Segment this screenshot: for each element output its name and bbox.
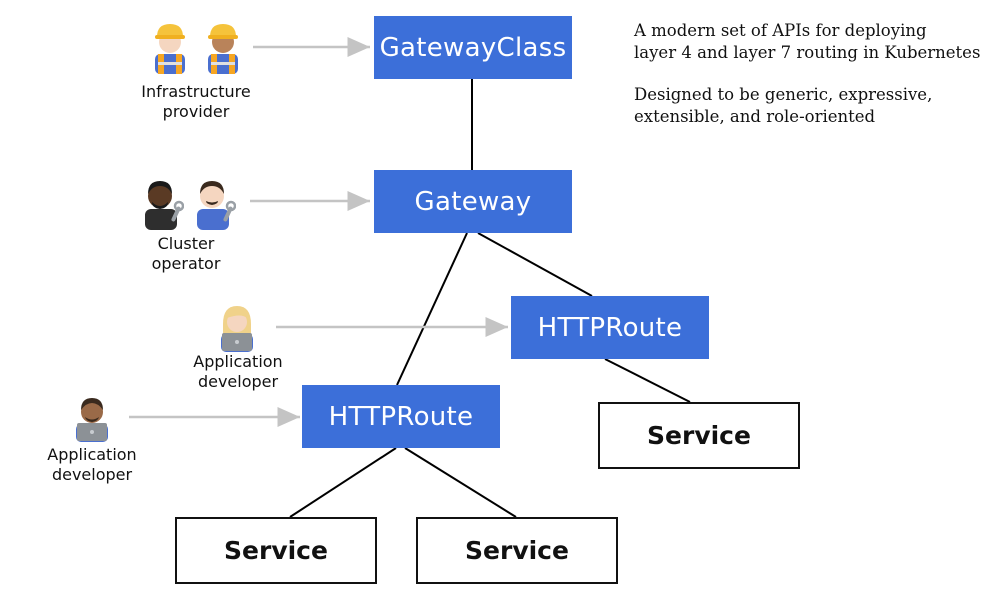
technologist-icon	[76, 398, 108, 442]
role-label-line: developer	[51, 465, 133, 484]
service-right-box[interactable]: Service	[598, 402, 800, 469]
link-gateway-route-left	[396, 232, 468, 386]
role-label-infrastructure-provider: Infrastructure provider	[126, 82, 266, 122]
link-route-left-service-b	[404, 447, 517, 518]
role-label-app-developer-upper: Application developer	[178, 352, 298, 392]
gateway-box[interactable]: Gateway	[374, 170, 572, 233]
description-line: extensible, and role-oriented	[634, 107, 876, 126]
role-label-line: Application	[193, 352, 283, 371]
service-bottom-right-box[interactable]: Service	[416, 517, 618, 584]
role-label-line: developer	[197, 372, 279, 391]
description-line: layer 4 and layer 7 routing in Kubernete…	[634, 43, 981, 62]
role-label-cluster-operator: Cluster operator	[126, 234, 246, 274]
mechanic-icon	[197, 181, 236, 230]
role-label-line: Application	[47, 445, 137, 464]
mechanic-icon	[145, 181, 184, 230]
httproute-left-box[interactable]: HTTPRoute	[302, 385, 500, 448]
technologist-icon	[221, 306, 253, 352]
role-label-line: operator	[151, 254, 221, 273]
gatewayclass-box[interactable]: GatewayClass	[374, 16, 572, 79]
construction-worker-icon	[155, 24, 185, 74]
link-route-left-service-a	[289, 447, 397, 518]
role-label-line: provider	[162, 102, 230, 121]
role-label-line: Cluster	[157, 234, 215, 253]
construction-worker-icon	[208, 24, 238, 74]
description-paragraph-1: A modern set of APIs for deploying layer…	[634, 20, 980, 64]
description-line: Designed to be generic, expressive,	[634, 85, 933, 104]
service-bottom-left-box[interactable]: Service	[175, 517, 377, 584]
link-route-right-service	[604, 358, 691, 403]
description-paragraph-2: Designed to be generic, expressive, exte…	[634, 84, 932, 128]
httproute-right-box[interactable]: HTTPRoute	[511, 296, 709, 359]
role-label-line: Infrastructure	[141, 82, 251, 101]
description-line: A modern set of APIs for deploying	[634, 21, 927, 40]
link-gateway-route-right	[477, 232, 593, 297]
role-label-app-developer-lower: Application developer	[32, 445, 152, 485]
